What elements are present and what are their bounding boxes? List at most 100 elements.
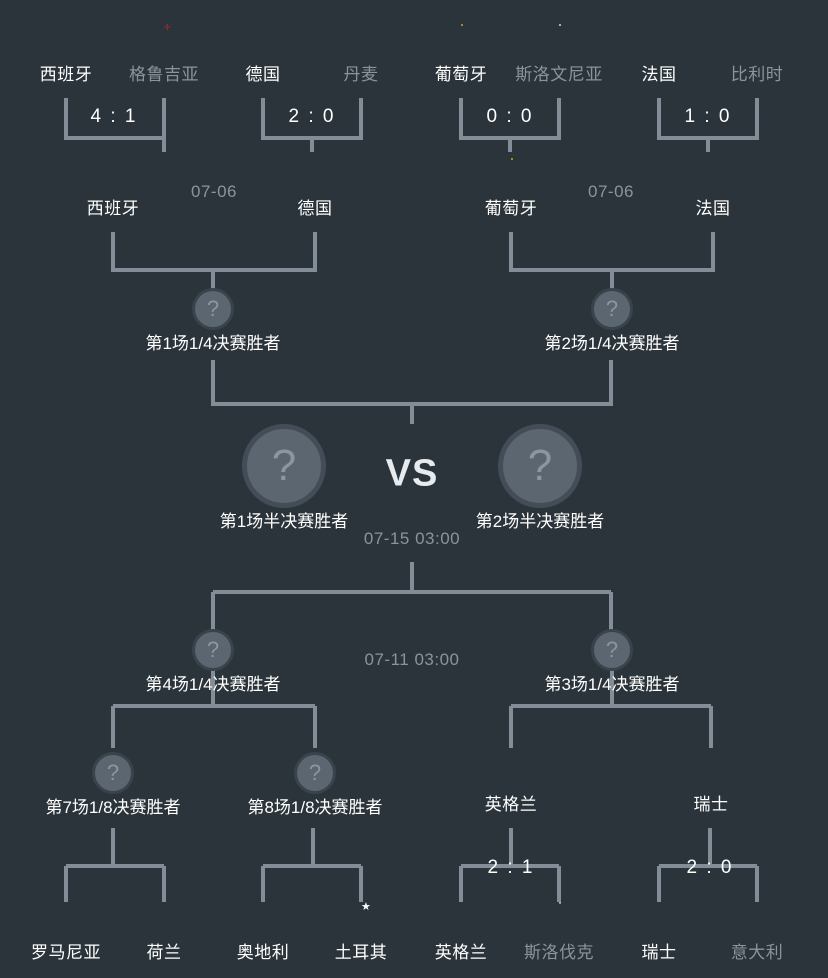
team-name: 英格兰 [484, 795, 538, 814]
team-name: 英格兰 [434, 943, 488, 962]
match-date: 07-06 [588, 182, 634, 201]
team-node[interactable]: 葡萄牙 [456, 158, 566, 219]
flag-slovenia-icon [533, 24, 585, 60]
team-name: 瑞士 [641, 943, 677, 962]
flag-austria-icon [237, 902, 289, 938]
team-name: 德国 [245, 65, 281, 84]
semifinal-slot[interactable]: ? 第1场1/4决赛胜者 [103, 288, 323, 354]
team-name: 法国 [695, 199, 731, 218]
flag-switzerland-icon [693, 754, 729, 790]
team-node[interactable]: 意大利 [702, 902, 812, 963]
team-name: 西班牙 [39, 65, 93, 84]
flag-switzerland-icon [641, 902, 677, 938]
team-node[interactable]: 斯洛文尼亚 [504, 24, 614, 85]
flag-belgium-icon [739, 24, 775, 60]
flag-germany-icon [289, 158, 341, 194]
team-node[interactable]: 西班牙 [11, 24, 121, 85]
flag-england-icon [435, 902, 487, 938]
team-node[interactable]: 比利时 [702, 24, 812, 85]
flag-portugal-icon [435, 24, 487, 60]
slot-label: 第2场1/4决赛胜者 [544, 334, 680, 353]
team-node[interactable]: 罗马尼亚 [11, 902, 121, 963]
slot-label: 第1场半决赛胜者 [219, 512, 349, 531]
quarterfinal-slot[interactable]: ? 第8场1/8决赛胜者 [205, 752, 425, 818]
slot-label: 第3场1/4决赛胜者 [544, 675, 680, 694]
match-score: 0 : 0 [486, 106, 534, 127]
team-node[interactable]: 英格兰 [456, 754, 566, 815]
team-name: 比利时 [730, 65, 784, 84]
team-node[interactable]: 丹麦 [306, 24, 416, 85]
question-mark-icon: ? [92, 752, 134, 794]
team-node[interactable]: 德国 [260, 158, 370, 219]
question-mark-icon: ? [242, 424, 326, 508]
flag-england-icon [485, 754, 537, 790]
question-mark-icon: ? [591, 629, 633, 671]
flag-turkey-icon: ★ [361, 902, 371, 913]
flag-romania-icon [40, 902, 92, 938]
flag-slovakia-icon [533, 902, 585, 938]
semifinal-slot[interactable]: ? 第2场1/4决赛胜者 [502, 288, 722, 354]
match-score: 2 : 0 [686, 857, 734, 878]
match-score: 4 : 1 [90, 106, 138, 127]
team-node[interactable]: 斯洛伐克 [504, 902, 614, 963]
flag-denmark-icon [335, 24, 387, 60]
team-node[interactable]: 德国 [208, 24, 318, 85]
flag-spain-icon [87, 158, 139, 194]
team-name: 荷兰 [146, 943, 182, 962]
quarterfinal-slot[interactable]: ? 第7场1/8决赛胜者 [3, 752, 223, 818]
final-slot-right[interactable]: ? 第2场半决赛胜者 [410, 424, 670, 532]
team-name: 法国 [641, 65, 677, 84]
flag-georgia-icon: ✛✛ ✛✛ [164, 24, 171, 32]
flag-france-icon [687, 158, 739, 194]
flag-italy-icon [731, 902, 783, 938]
team-name: 葡萄牙 [434, 65, 488, 84]
match-score: 1 : 0 [684, 106, 732, 127]
match-score: 2 : 1 [487, 857, 535, 878]
team-node[interactable]: 葡萄牙 [406, 24, 516, 85]
question-mark-icon: ? [294, 752, 336, 794]
flag-netherlands-icon [138, 902, 190, 938]
match-date: 07-11 03:00 [364, 650, 460, 669]
slot-label: 第7场1/8决赛胜者 [45, 798, 181, 817]
team-node[interactable]: 法国 [604, 24, 714, 85]
team-name: 德国 [297, 199, 333, 218]
final-slot-left[interactable]: ? 第1场半决赛胜者 [154, 424, 414, 532]
team-name: 瑞士 [693, 795, 729, 814]
flag-france-icon [633, 24, 685, 60]
team-node[interactable]: 奥地利 [208, 902, 318, 963]
match-score: 2 : 0 [288, 106, 336, 127]
team-node[interactable]: ✛✛ ✛✛ 格鲁吉亚 [109, 24, 219, 85]
slot-label: 第4场1/4决赛胜者 [145, 675, 281, 694]
flag-germany-icon [237, 24, 289, 60]
question-mark-icon: ? [192, 629, 234, 671]
team-node[interactable]: ★ 土耳其 [306, 902, 416, 963]
team-name: 意大利 [730, 943, 784, 962]
semifinal-slot[interactable]: ? 第4场1/4决赛胜者 [103, 629, 323, 695]
flag-portugal-icon [485, 158, 537, 194]
slot-label: 第2场半决赛胜者 [475, 512, 605, 531]
question-mark-icon: ? [591, 288, 633, 330]
team-name: 斯洛文尼亚 [515, 65, 603, 84]
team-node[interactable]: 瑞士 [656, 754, 766, 815]
flag-spain-icon [40, 24, 92, 60]
slot-label: 第1场1/4决赛胜者 [145, 334, 281, 353]
question-mark-icon: ? [192, 288, 234, 330]
team-node[interactable]: 英格兰 [406, 902, 516, 963]
team-name: 西班牙 [86, 199, 140, 218]
vs-label: VS [385, 452, 439, 495]
team-name: 斯洛伐克 [524, 943, 594, 962]
team-name: 丹麦 [343, 65, 379, 84]
team-node[interactable]: 荷兰 [109, 902, 219, 963]
team-name: 罗马尼亚 [31, 943, 101, 962]
team-name: 土耳其 [334, 943, 388, 962]
team-name: 格鲁吉亚 [129, 65, 199, 84]
team-name: 葡萄牙 [484, 199, 538, 218]
team-node[interactable]: 西班牙 [58, 158, 168, 219]
team-node[interactable]: 瑞士 [604, 902, 714, 963]
slot-label: 第8场1/8决赛胜者 [247, 798, 383, 817]
question-mark-icon: ? [498, 424, 582, 508]
team-node[interactable]: 法国 [658, 158, 768, 219]
match-date: 07-06 [191, 182, 237, 201]
semifinal-slot[interactable]: ? 第3场1/4决赛胜者 [502, 629, 722, 695]
